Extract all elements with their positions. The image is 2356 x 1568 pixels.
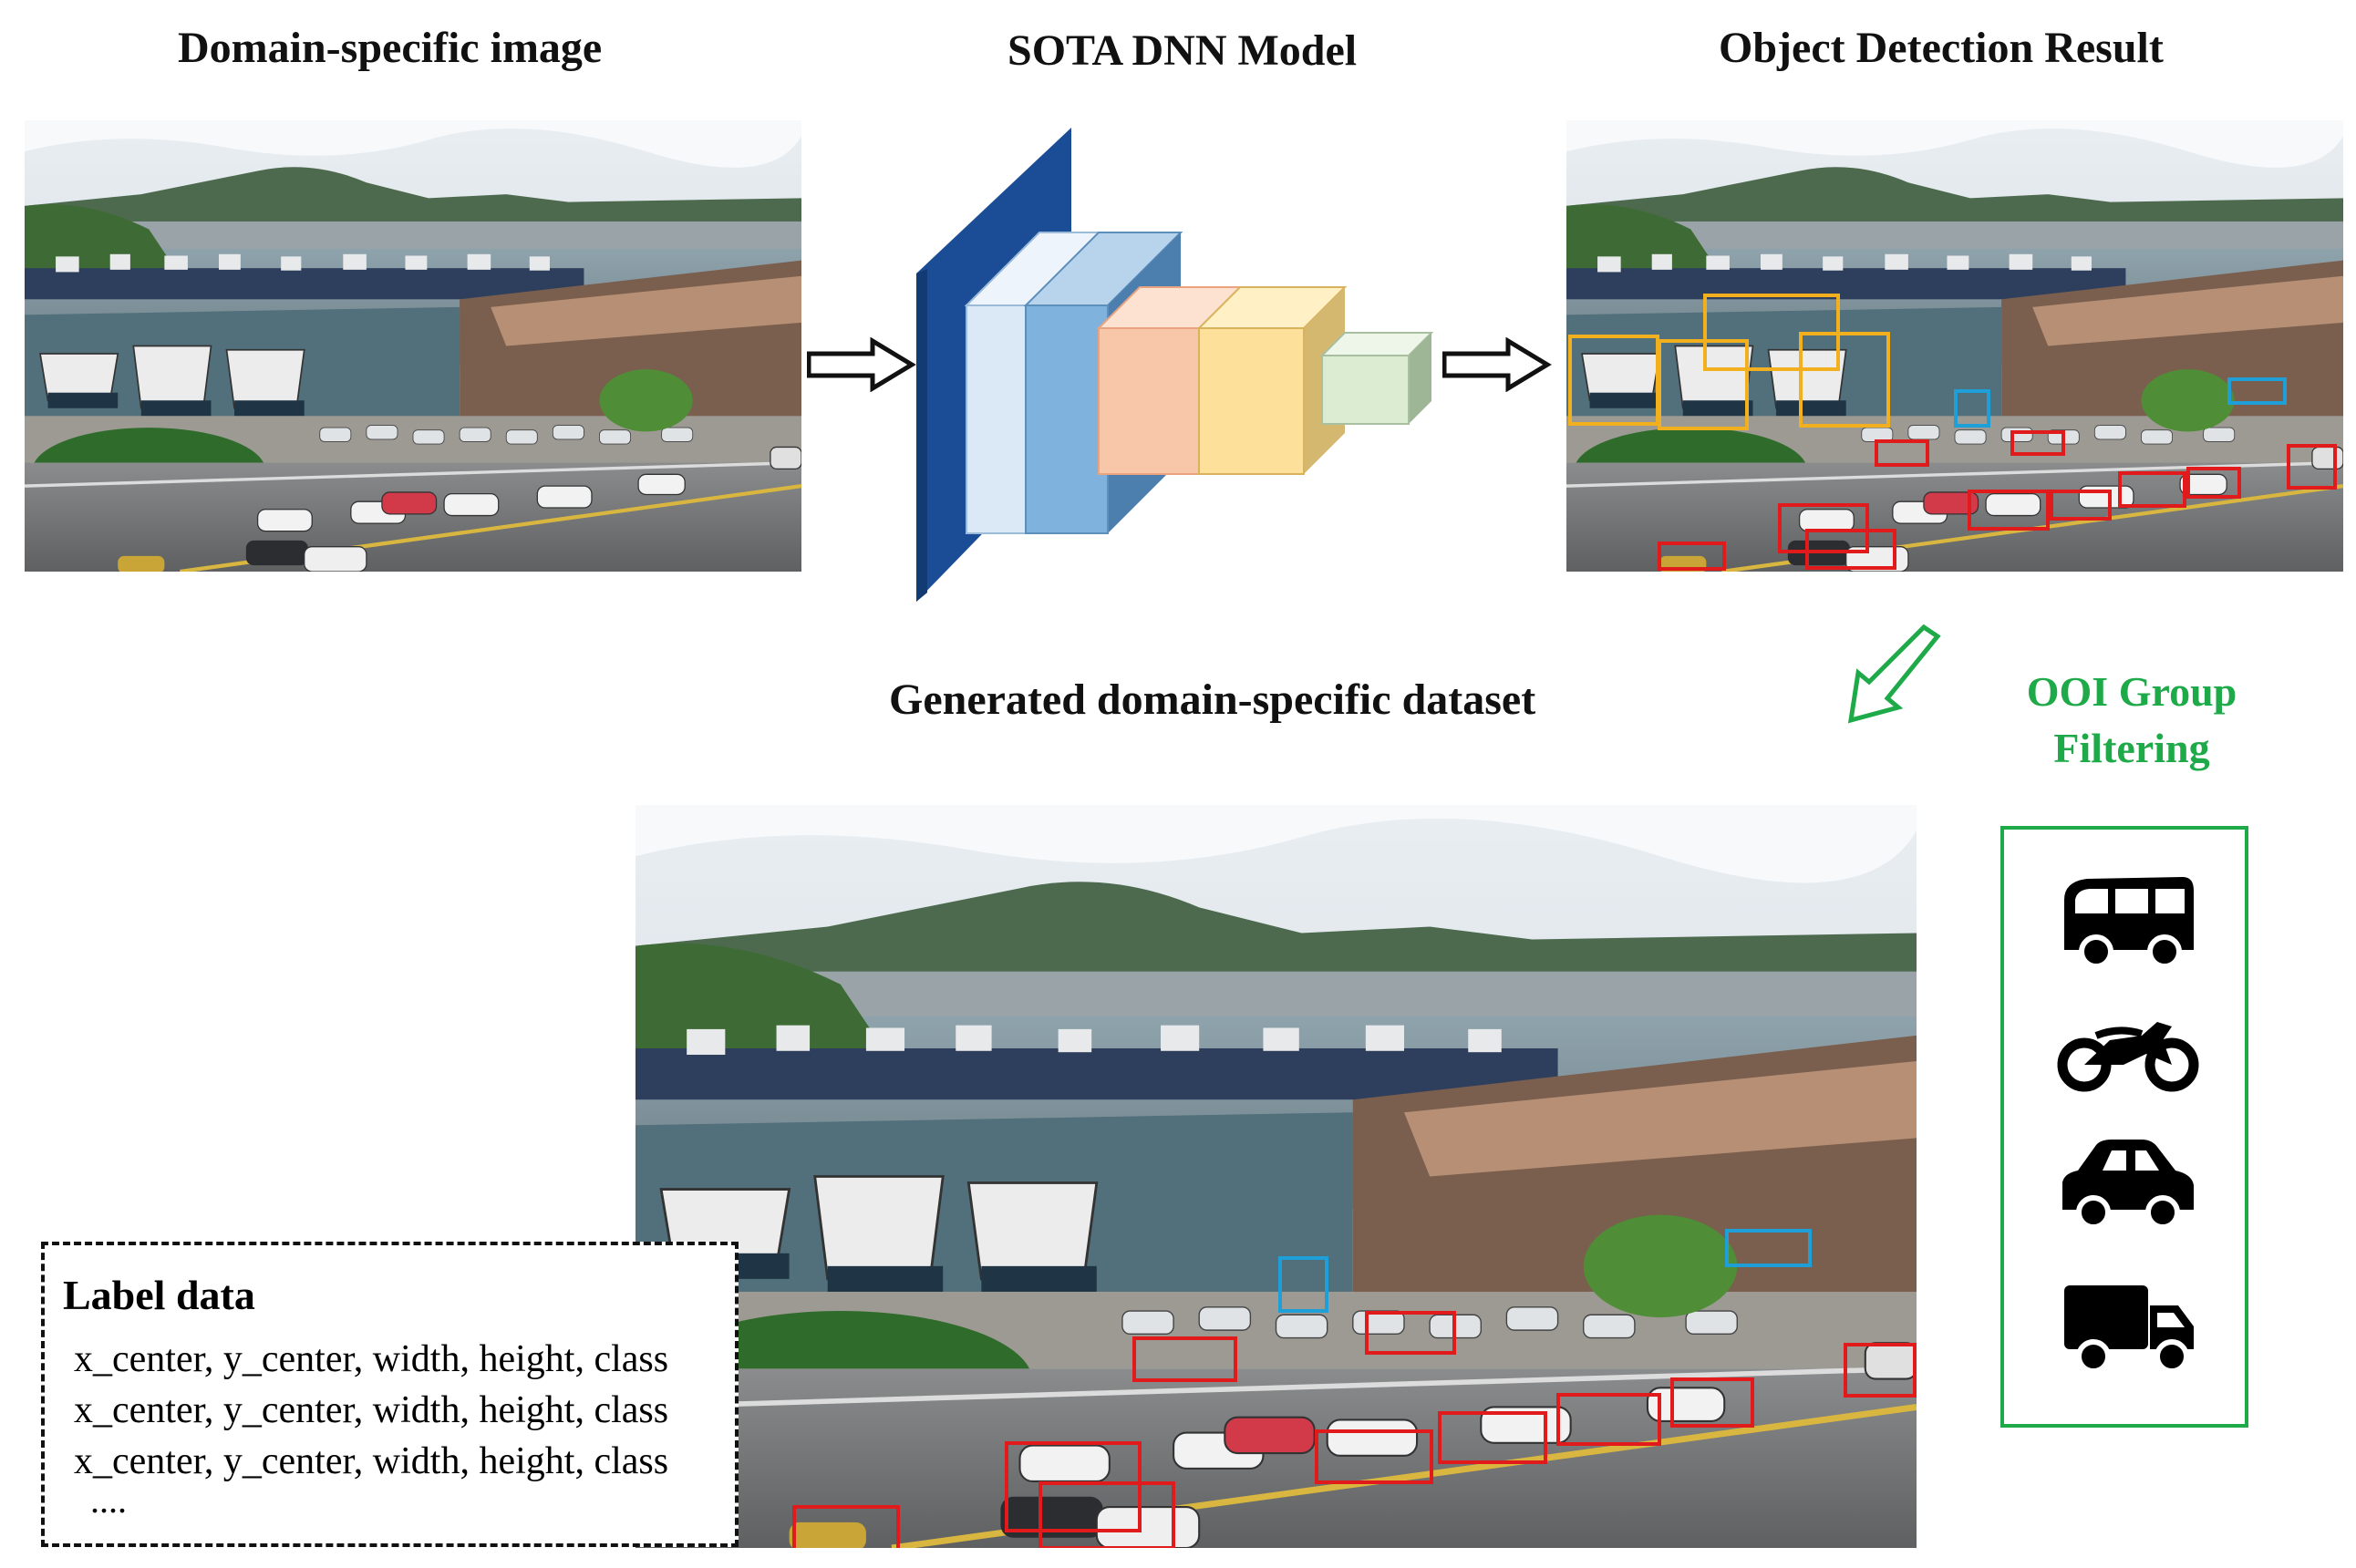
other-box <box>1725 1229 1812 1267</box>
car-box <box>1778 503 1869 553</box>
other-box <box>1954 389 1990 428</box>
car-box <box>1038 1481 1175 1548</box>
car-box <box>2186 467 2241 499</box>
detection-result-photo <box>1566 120 2343 572</box>
label-row: x_center, y_center, width, height, class <box>74 1440 669 1482</box>
label-data-title: Label data <box>63 1272 255 1318</box>
other-box <box>2227 377 2287 405</box>
down-left-arrow-icon <box>1847 624 1941 724</box>
car-box <box>1670 1377 1754 1428</box>
bus-icon <box>2064 877 2194 968</box>
car-box <box>1438 1411 1547 1464</box>
other-box <box>1278 1256 1328 1313</box>
dataset-title: Generated domain-specific dataset <box>889 676 1536 724</box>
right-arrow-icon <box>807 337 916 392</box>
car-box <box>1005 1441 1142 1532</box>
ship-box <box>1568 335 1659 426</box>
input-photo <box>25 120 801 572</box>
car-box <box>1875 439 1929 467</box>
car-box <box>1968 490 2050 531</box>
filter-title-line2: Filtering <box>2053 725 2210 771</box>
detection-result-title: Object Detection Result <box>1719 24 2164 72</box>
motorcycle-icon <box>2057 1022 2199 1092</box>
label-row: x_center, y_center, width, height, class <box>74 1338 669 1380</box>
model-title: SOTA DNN Model <box>1008 26 1358 75</box>
ooi-filter-panel <box>2000 826 2248 1428</box>
car-box <box>2010 430 2065 456</box>
car-box <box>1844 1343 1917 1398</box>
filter-title: OOI Group Filtering <box>1977 664 2287 777</box>
truck-icon <box>2064 1285 2194 1374</box>
label-row: x_center, y_center, width, height, class <box>74 1389 669 1431</box>
label-ellipsis: .... <box>90 1480 127 1521</box>
model-layer-6 <box>1319 332 1434 425</box>
filter-title-line1: OOI Group <box>2026 668 2237 715</box>
ship-box <box>1799 332 1890 428</box>
car-icon <box>2062 1140 2194 1230</box>
car-box <box>2287 444 2337 490</box>
car-box <box>1556 1393 1661 1446</box>
dataset-photo <box>636 805 1917 1548</box>
label-data-panel: Label data x_center, y_center, width, he… <box>41 1242 739 1547</box>
car-box <box>792 1505 900 1548</box>
right-arrow-icon <box>1442 337 1552 392</box>
dnn-model-diagram <box>916 128 1434 602</box>
car-box <box>2050 490 2112 521</box>
car-box <box>1805 529 1896 570</box>
car-box <box>1658 542 1726 571</box>
car-box <box>1315 1429 1433 1484</box>
car-box <box>1132 1336 1237 1382</box>
car-box <box>1365 1311 1456 1355</box>
car-box <box>2118 471 2186 508</box>
input-image-title: Domain-specific image <box>178 24 603 72</box>
